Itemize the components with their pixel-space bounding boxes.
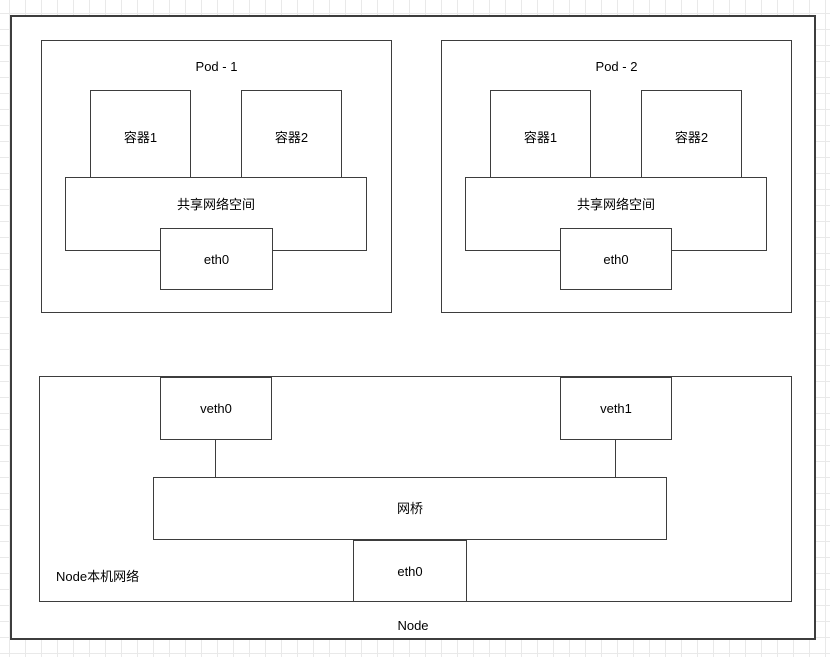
pod1-shared-network-label: 共享网络空间 bbox=[176, 196, 255, 212]
pod1-container2-label: 容器2 bbox=[274, 129, 309, 145]
veth0-shape[interactable]: veth0 bbox=[160, 377, 272, 440]
host-eth0-label: eth0 bbox=[397, 563, 423, 579]
pod2-title: Pod - 2 bbox=[595, 59, 638, 74]
pod2-eth0-shape[interactable]: eth0 bbox=[560, 228, 672, 290]
pod1-eth0-shape[interactable]: eth0 bbox=[160, 228, 273, 290]
pod1-container1-label: 容器1 bbox=[123, 129, 158, 145]
bridge-label: 网桥 bbox=[396, 501, 423, 516]
veth1-shape[interactable]: veth1 bbox=[560, 377, 672, 440]
pod2-container1-label: 容器1 bbox=[523, 129, 558, 145]
pod2-container2-label: 容器2 bbox=[674, 129, 709, 145]
host-eth0-shape[interactable]: eth0 bbox=[353, 540, 467, 602]
pod2-container2-shape[interactable]: 容器2 bbox=[641, 90, 742, 184]
host-network-label: Node本机网络 bbox=[56, 569, 140, 584]
veth1-label: veth1 bbox=[600, 401, 632, 416]
pod2-eth0-label: eth0 bbox=[603, 251, 629, 267]
bridge-shape[interactable]: 网桥 bbox=[153, 477, 667, 540]
veth1-bridge-connector[interactable] bbox=[615, 439, 616, 478]
pod1-container2-shape[interactable]: 容器2 bbox=[241, 90, 342, 184]
pod2-container1-shape[interactable]: 容器1 bbox=[490, 90, 591, 184]
node-label: Node bbox=[397, 618, 429, 633]
pod1-eth0-label: eth0 bbox=[203, 251, 230, 267]
veth0-bridge-connector[interactable] bbox=[215, 439, 216, 478]
pod2-shared-network-label: 共享网络空间 bbox=[576, 196, 655, 212]
veth0-label: veth0 bbox=[200, 401, 232, 416]
pod1-title: Pod - 1 bbox=[195, 59, 238, 74]
pod1-container1-shape[interactable]: 容器1 bbox=[90, 90, 191, 184]
